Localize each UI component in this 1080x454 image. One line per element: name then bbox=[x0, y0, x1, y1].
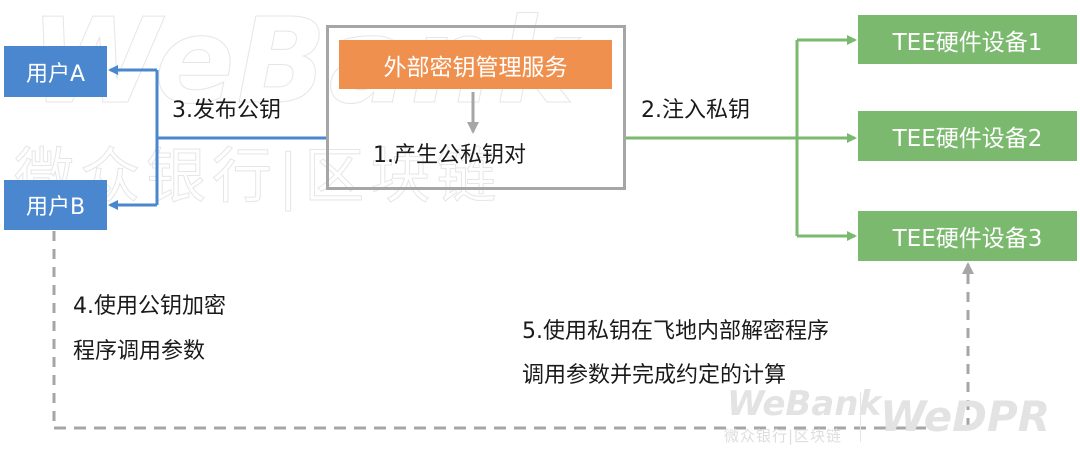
user-b-node: 用户B bbox=[4, 180, 107, 230]
encrypt-params-line1: 4.使用公钥加密 bbox=[73, 294, 226, 319]
tee-device-1-node: TEE硬件设备1 bbox=[858, 15, 1077, 64]
corner-webank-logo: WeBank bbox=[727, 384, 882, 424]
encrypt-params-line2: 程序调用参数 bbox=[73, 339, 206, 364]
publish-key-connector bbox=[108, 65, 326, 210]
invocation-dashed-path bbox=[52, 231, 974, 430]
tee-device-2-node: TEE硬件设备2 bbox=[858, 111, 1077, 161]
tee-device-3-label: TEE硬件设备3 bbox=[892, 226, 1043, 252]
user-b-label: 用户B bbox=[25, 195, 86, 220]
inject-key-connector bbox=[626, 35, 857, 241]
inject-private-key-label: 2.注入私钥 bbox=[641, 98, 750, 123]
user-a-label: 用户A bbox=[25, 61, 86, 87]
key-service-node: 外部密钥管理服务 bbox=[339, 40, 612, 89]
corner-wedpr-logo: WeDPR bbox=[880, 392, 1051, 441]
tee-device-3-node: TEE硬件设备3 bbox=[858, 211, 1077, 261]
corner-webank-subtitle: 微众银行|区块链 bbox=[724, 427, 843, 445]
decrypt-compute-line2: 调用参数并完成约定的计算 bbox=[522, 363, 787, 388]
key-service-title: 外部密钥管理服务 bbox=[383, 54, 568, 81]
tee-device-2-label: TEE硬件设备2 bbox=[892, 126, 1043, 152]
corner-divider bbox=[860, 392, 861, 442]
publish-public-key-label: 3.发布公钥 bbox=[172, 98, 281, 123]
tee-device-1-label: TEE硬件设备1 bbox=[892, 29, 1043, 56]
key-service-frame bbox=[326, 25, 626, 190]
generate-keypair-label: 1.产生公私钥对 bbox=[373, 143, 526, 168]
user-a-node: 用户A bbox=[4, 46, 107, 97]
decrypt-compute-line1: 5.使用私钥在飞地内部解密程序 bbox=[522, 319, 829, 344]
